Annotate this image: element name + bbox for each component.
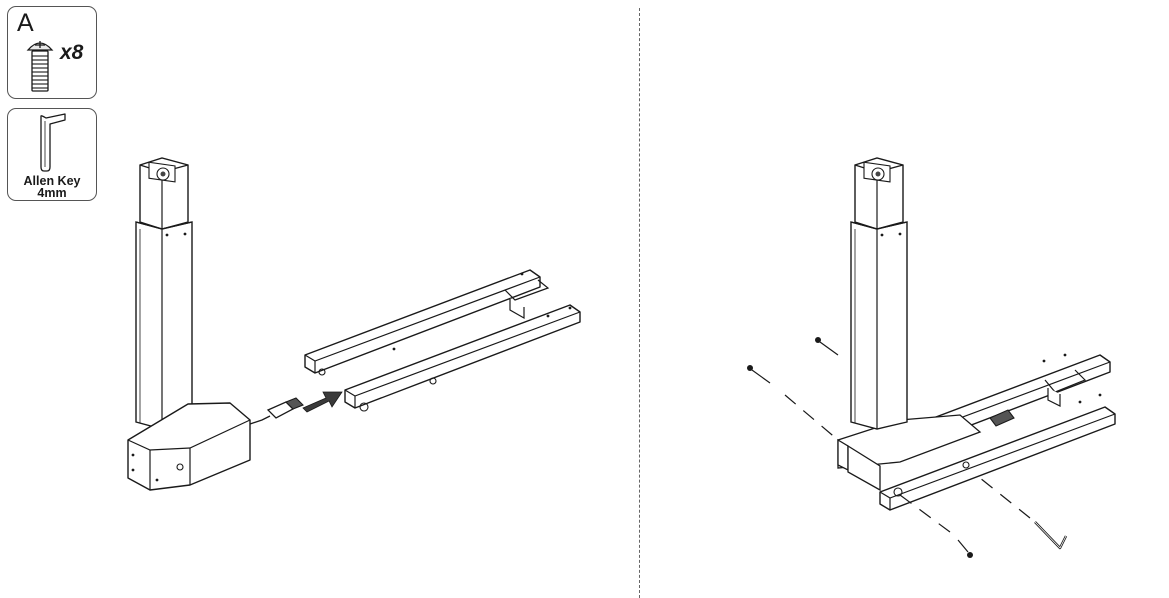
part-a-box: A x8	[7, 6, 97, 99]
push-arrow-icon	[302, 391, 343, 413]
part-quantity: x8	[60, 41, 84, 64]
motor-housing	[127, 402, 251, 491]
allen-key-size-label: 4mm	[37, 186, 67, 200]
step-divider	[639, 8, 640, 598]
bolt-icon	[26, 41, 54, 92]
leg-column	[850, 157, 908, 430]
motor-cable	[249, 415, 271, 425]
part-letter: A	[17, 9, 34, 37]
allen-key-icon	[40, 113, 66, 172]
part-allen-key-box: Allen Key 4mm	[7, 108, 97, 201]
allen-key-label: Allen Key	[23, 174, 81, 188]
step-1-illustration	[127, 157, 581, 491]
allen-key-icon	[1034, 521, 1068, 550]
front-rail	[344, 304, 581, 409]
leg-column	[135, 157, 193, 430]
back-rail	[304, 269, 541, 374]
step-2-illustration	[747, 157, 1116, 558]
screws-icon	[747, 337, 1031, 558]
